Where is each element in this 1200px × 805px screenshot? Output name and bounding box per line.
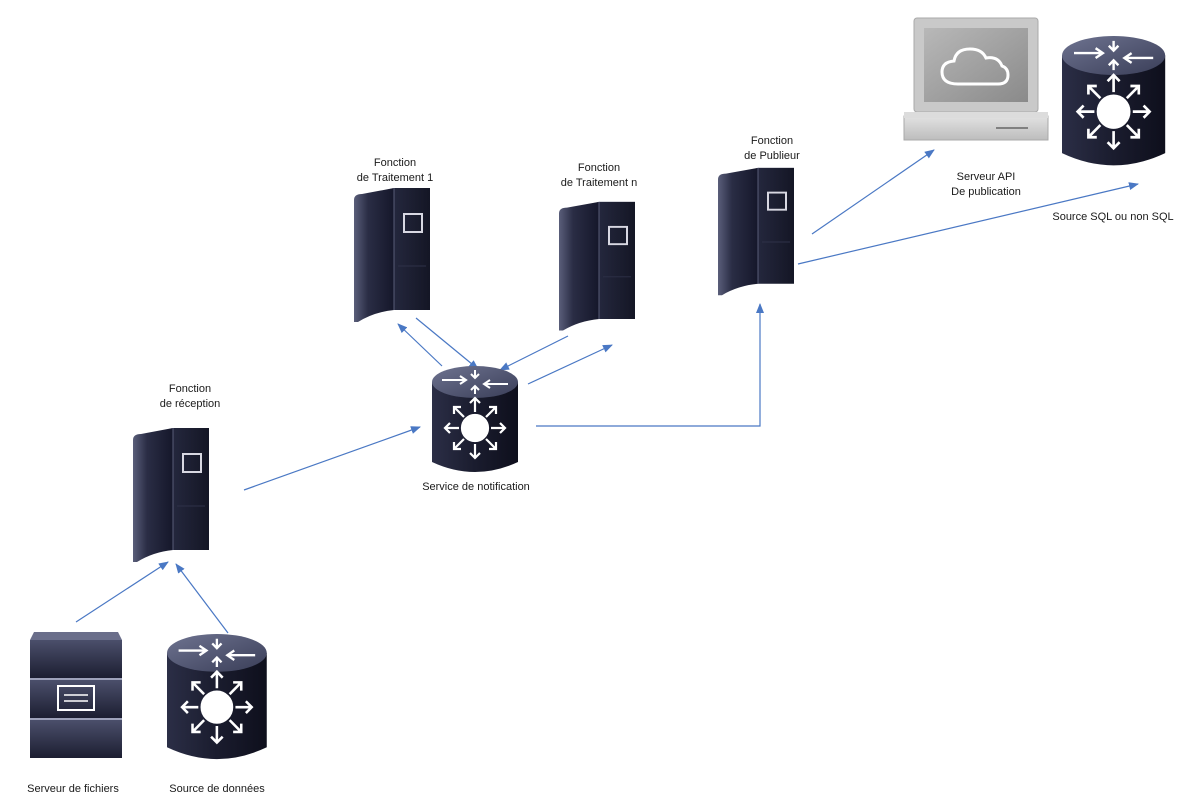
arrow-notification-to-publisher [536,303,764,427]
data-source-label: Source de données [169,783,265,795]
processing-function-1-icon [353,187,431,323]
processing-function-n-icon [558,200,636,332]
publisher-function-label: Fonction de Publieur [744,135,800,162]
api-server-laptop-icon [903,17,1049,141]
arrow-processing1-to-notification [415,317,479,370]
file-server-label: Serveur de fichiers [27,783,119,795]
publisher-function-icon [717,166,795,297]
reception-function-icon [132,427,210,563]
processing-function-n-label: Fonction de Traitement n [560,162,638,189]
arrow-fileserver-to-reception [75,561,169,623]
arrow-publisher-to-apiserver [811,149,935,235]
cloud-icon [940,47,1010,86]
arrow-notification-to-processing1 [397,323,443,367]
arrow-notification-to-processingn [527,344,613,385]
data-source-icon [165,632,269,761]
arrow-reception-to-notification [243,426,421,491]
api-server-label: Serveur API De publication [951,171,1021,198]
notification-service-icon [430,364,520,474]
arrow-processingn-to-notification [499,335,569,371]
processing-function-1-label: Fonction de Traitement 1 [356,157,434,184]
arrow-datasource-to-reception [175,563,229,634]
file-server-icon [30,632,122,758]
reception-function-label: Fonction de réception [159,383,221,410]
sql-source-label: Source SQL ou non SQL [1052,211,1174,223]
connection-arrows [75,149,1139,634]
arrow-publisher-to-sqlsource [797,182,1139,265]
sql-source-icon [1060,34,1167,167]
notification-service-label: Service de notification [422,481,530,493]
